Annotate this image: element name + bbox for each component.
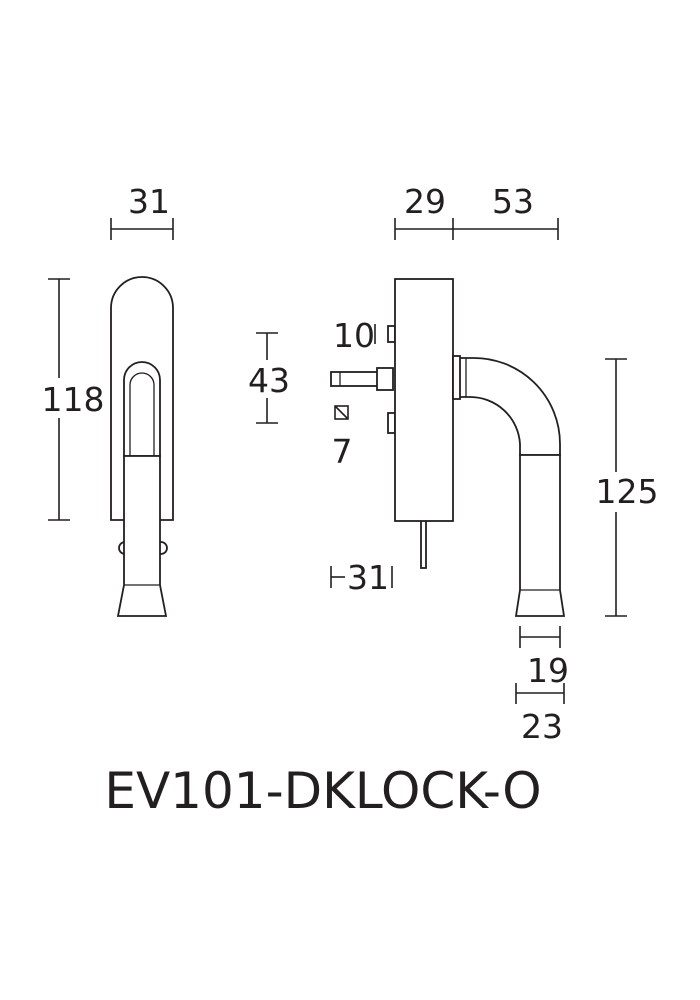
dim-spindle-square-label: 7 — [332, 432, 353, 471]
dim-grip-end-inner-label: 19 — [527, 651, 569, 690]
front-lever-grip — [116, 455, 168, 617]
dim-side-depth-label: 29 — [404, 182, 446, 221]
dim-spindle-offset-label: 10 — [333, 316, 375, 355]
dim-spindle-length-label: 43 — [248, 361, 290, 400]
dim-side-top: 29 53 — [394, 182, 559, 240]
dim-pin-offset-label: 31 — [347, 558, 389, 597]
side-view — [330, 278, 566, 617]
front-view — [110, 276, 174, 617]
side-lever-grip — [514, 454, 566, 617]
dim-spindle-offset: 10 — [333, 316, 376, 355]
dim-spindle-square: 7 — [332, 405, 353, 471]
dim-handle-height: 125 — [594, 358, 660, 617]
dim-front-height: 118 — [40, 278, 106, 521]
dim-spindle-length: 43 — [246, 332, 294, 424]
side-lower-tab — [387, 412, 396, 434]
product-code: EV101-DKLOCK-O — [104, 762, 541, 820]
dim-front-width-label: 31 — [128, 182, 170, 221]
dim-grip-end-inner: 19 — [519, 626, 569, 690]
side-spindle — [330, 371, 380, 387]
dim-front-height-label: 118 — [42, 380, 105, 419]
side-pin — [420, 519, 427, 569]
side-lever-arm — [452, 357, 561, 456]
dim-side-projection-label: 53 — [492, 182, 534, 221]
dim-front-width: 31 — [110, 182, 174, 240]
side-rose-plate — [394, 278, 454, 522]
dim-pin-offset: 31 — [330, 558, 393, 597]
dim-grip-end-outer-label: 23 — [521, 707, 563, 746]
front-lever-neck — [123, 361, 161, 457]
dim-grip-end-outer: 23 — [515, 683, 565, 746]
side-upper-tab — [387, 325, 396, 343]
dim-handle-height-label: 125 — [596, 472, 659, 511]
square-section-icon — [334, 405, 349, 420]
